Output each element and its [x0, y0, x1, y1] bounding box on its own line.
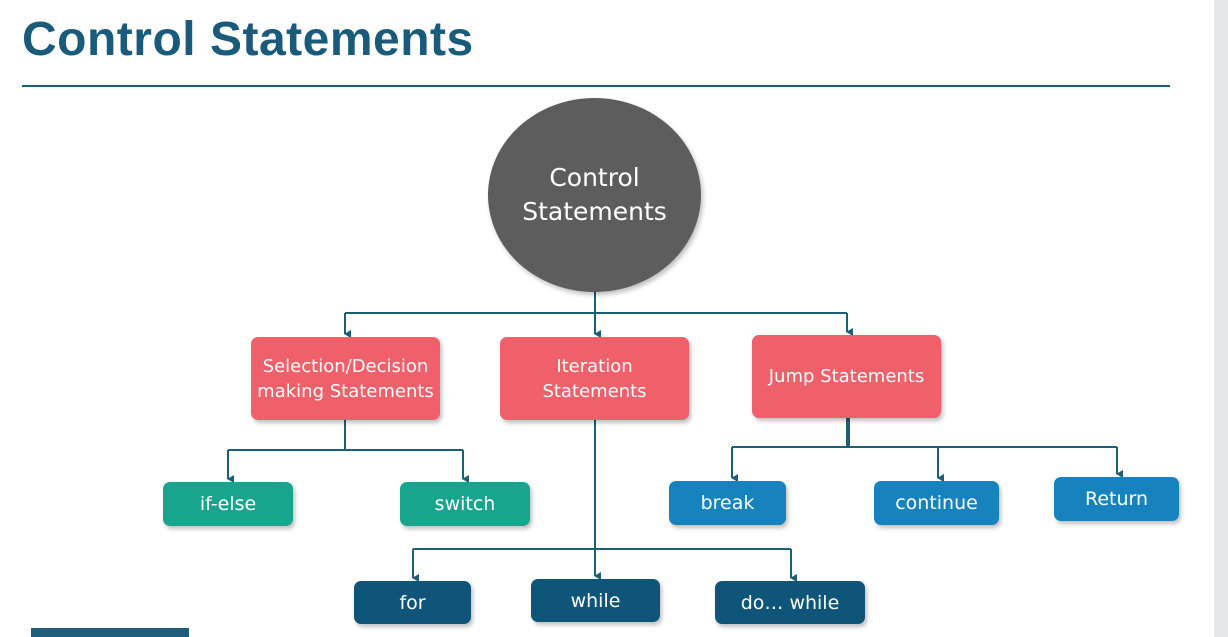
node-label: for: [399, 591, 426, 614]
bottom-accent-bar: [31, 628, 189, 637]
node-selection-decision-statements: Selection/Decision making Statements: [251, 337, 440, 420]
node-label: while: [570, 589, 621, 612]
node-if-else: if-else: [163, 482, 293, 526]
node-while: while: [531, 579, 660, 622]
node-label: Iteration Statements: [542, 355, 647, 402]
node-label: Return: [1084, 488, 1149, 510]
title-divider: [22, 85, 1170, 87]
node-label: do… while: [740, 591, 840, 614]
node-label: switch: [434, 493, 496, 515]
node-label: if-else: [199, 493, 257, 515]
root-node-label: Control Statements: [522, 163, 667, 226]
node-jump-statements: Jump Statements: [752, 335, 941, 418]
node-do-while: do… while: [715, 581, 865, 624]
node-continue: continue: [874, 481, 999, 525]
root-node-control-statements: Control Statements: [488, 98, 701, 292]
node-label: Jump Statements: [768, 366, 925, 387]
node-label: Selection/Decision making Statements: [257, 355, 434, 402]
page-title: Control Statements: [22, 13, 474, 66]
node-break: break: [669, 481, 786, 525]
node-for: for: [354, 581, 471, 624]
node-switch: switch: [400, 482, 530, 526]
node-label: break: [700, 492, 755, 514]
node-iteration-statements: Iteration Statements: [500, 337, 689, 420]
right-edge-bar: [1214, 0, 1228, 637]
node-label: continue: [895, 492, 978, 514]
node-return: Return: [1054, 477, 1179, 521]
